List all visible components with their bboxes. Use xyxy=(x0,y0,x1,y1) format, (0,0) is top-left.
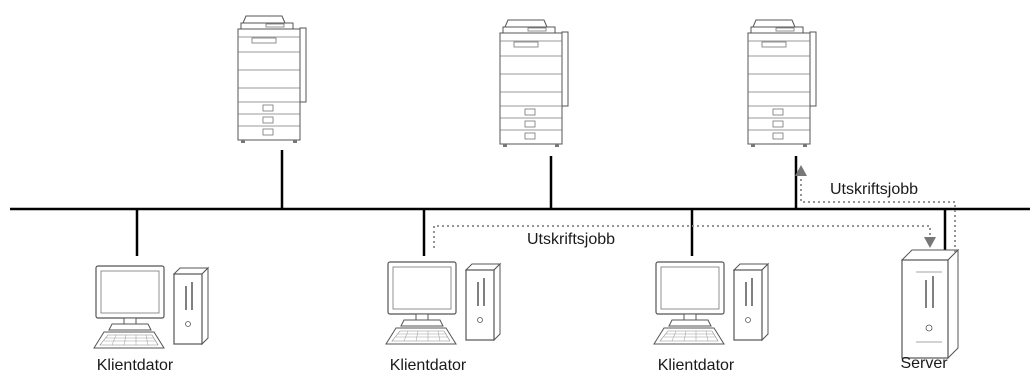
client-computer-1 xyxy=(93,265,209,349)
printer-2 xyxy=(499,19,569,148)
client-computer-2 xyxy=(385,261,501,345)
client-1-label: Klientdator xyxy=(97,357,174,374)
server-label: Server xyxy=(900,355,948,372)
arrow-down-icon xyxy=(924,237,936,248)
print-job-label-direct: Utskriftsjobb xyxy=(527,231,615,248)
arrow-up-icon xyxy=(795,165,807,176)
client-2-label: Klientdator xyxy=(390,357,467,374)
printer-3 xyxy=(747,19,817,148)
print-job-path-to-server xyxy=(433,225,931,248)
server-computer xyxy=(901,249,959,359)
print-job-path-to-printer xyxy=(800,176,956,252)
printer-1 xyxy=(237,15,307,144)
client-computer-3 xyxy=(653,261,769,345)
client-3-label: Klientdator xyxy=(658,357,735,374)
print-job-label-server: Utskriftsjobb xyxy=(830,181,918,198)
